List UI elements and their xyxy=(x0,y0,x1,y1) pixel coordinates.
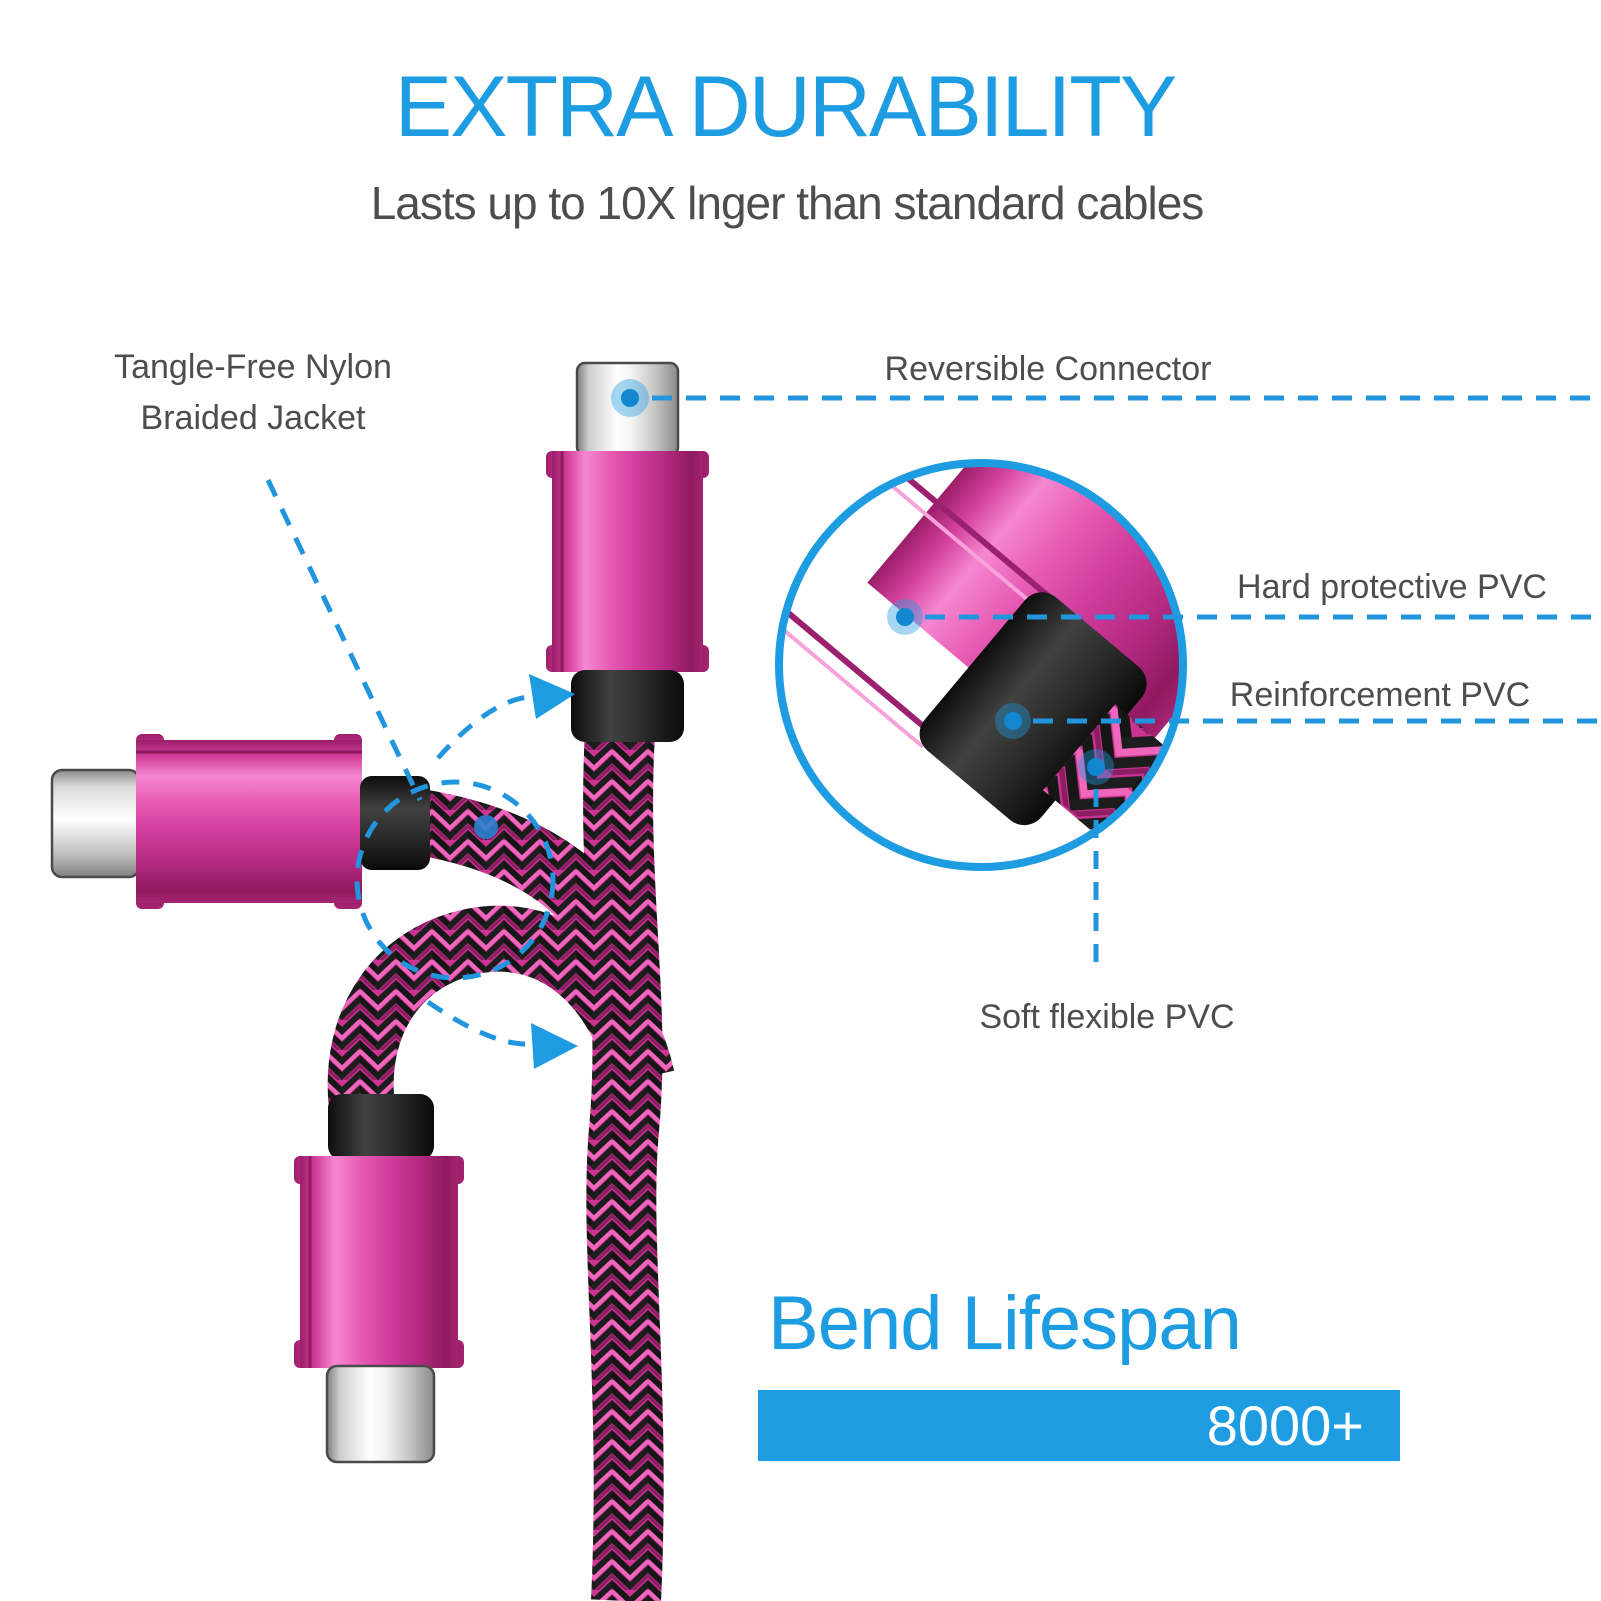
strain-relief xyxy=(360,776,430,870)
focus-dashed-circle xyxy=(354,779,556,981)
strain-relief xyxy=(571,670,684,742)
connector-tip xyxy=(50,768,141,879)
bend-lifespan-heading: Bend Lifespan xyxy=(768,1281,1242,1366)
callout-dot xyxy=(474,815,498,839)
callout-reversible-connector: Reversible Connector xyxy=(884,350,1212,388)
callout-reinforcement-pvc: Reinforcement PVC xyxy=(1229,676,1531,714)
usb-c-connector-top xyxy=(546,361,709,742)
bend-arrow-curve xyxy=(426,999,531,1047)
bend-lifespan-bar: 8000+ xyxy=(758,1390,1400,1461)
callout-soft-flexible-pvc: Soft flexible PVC xyxy=(979,998,1235,1036)
usb-c-connector-left xyxy=(50,734,430,909)
leader-line xyxy=(265,478,423,802)
bend-arrow-curve xyxy=(436,694,529,760)
page-subtitle: Lasts up to 10X lnger than standard cabl… xyxy=(370,177,1205,229)
page-title: EXTRA DURABILITY xyxy=(394,59,1177,155)
connector-shell xyxy=(136,740,362,903)
connector-tip xyxy=(325,1364,436,1464)
bend-lifespan-value: 8000+ xyxy=(1206,1394,1364,1457)
strain-relief-zoom xyxy=(919,592,1147,826)
main-cable xyxy=(583,697,664,1601)
strain-relief xyxy=(328,1094,434,1160)
connector-shell xyxy=(552,451,703,672)
callout-hard-protective-pvc: Hard protective PVC xyxy=(1237,568,1547,606)
callout-tangle-free-line1: Tangle-Free Nylon xyxy=(114,348,392,386)
connector-shell xyxy=(300,1156,458,1368)
bend-arrow-icon xyxy=(529,674,575,719)
bend-arrow-icon xyxy=(531,1023,578,1069)
callout-tangle-free-line2: Braided Jacket xyxy=(140,399,366,437)
annotations xyxy=(265,379,1601,1069)
usb-c-connector-bottom xyxy=(294,1094,464,1464)
